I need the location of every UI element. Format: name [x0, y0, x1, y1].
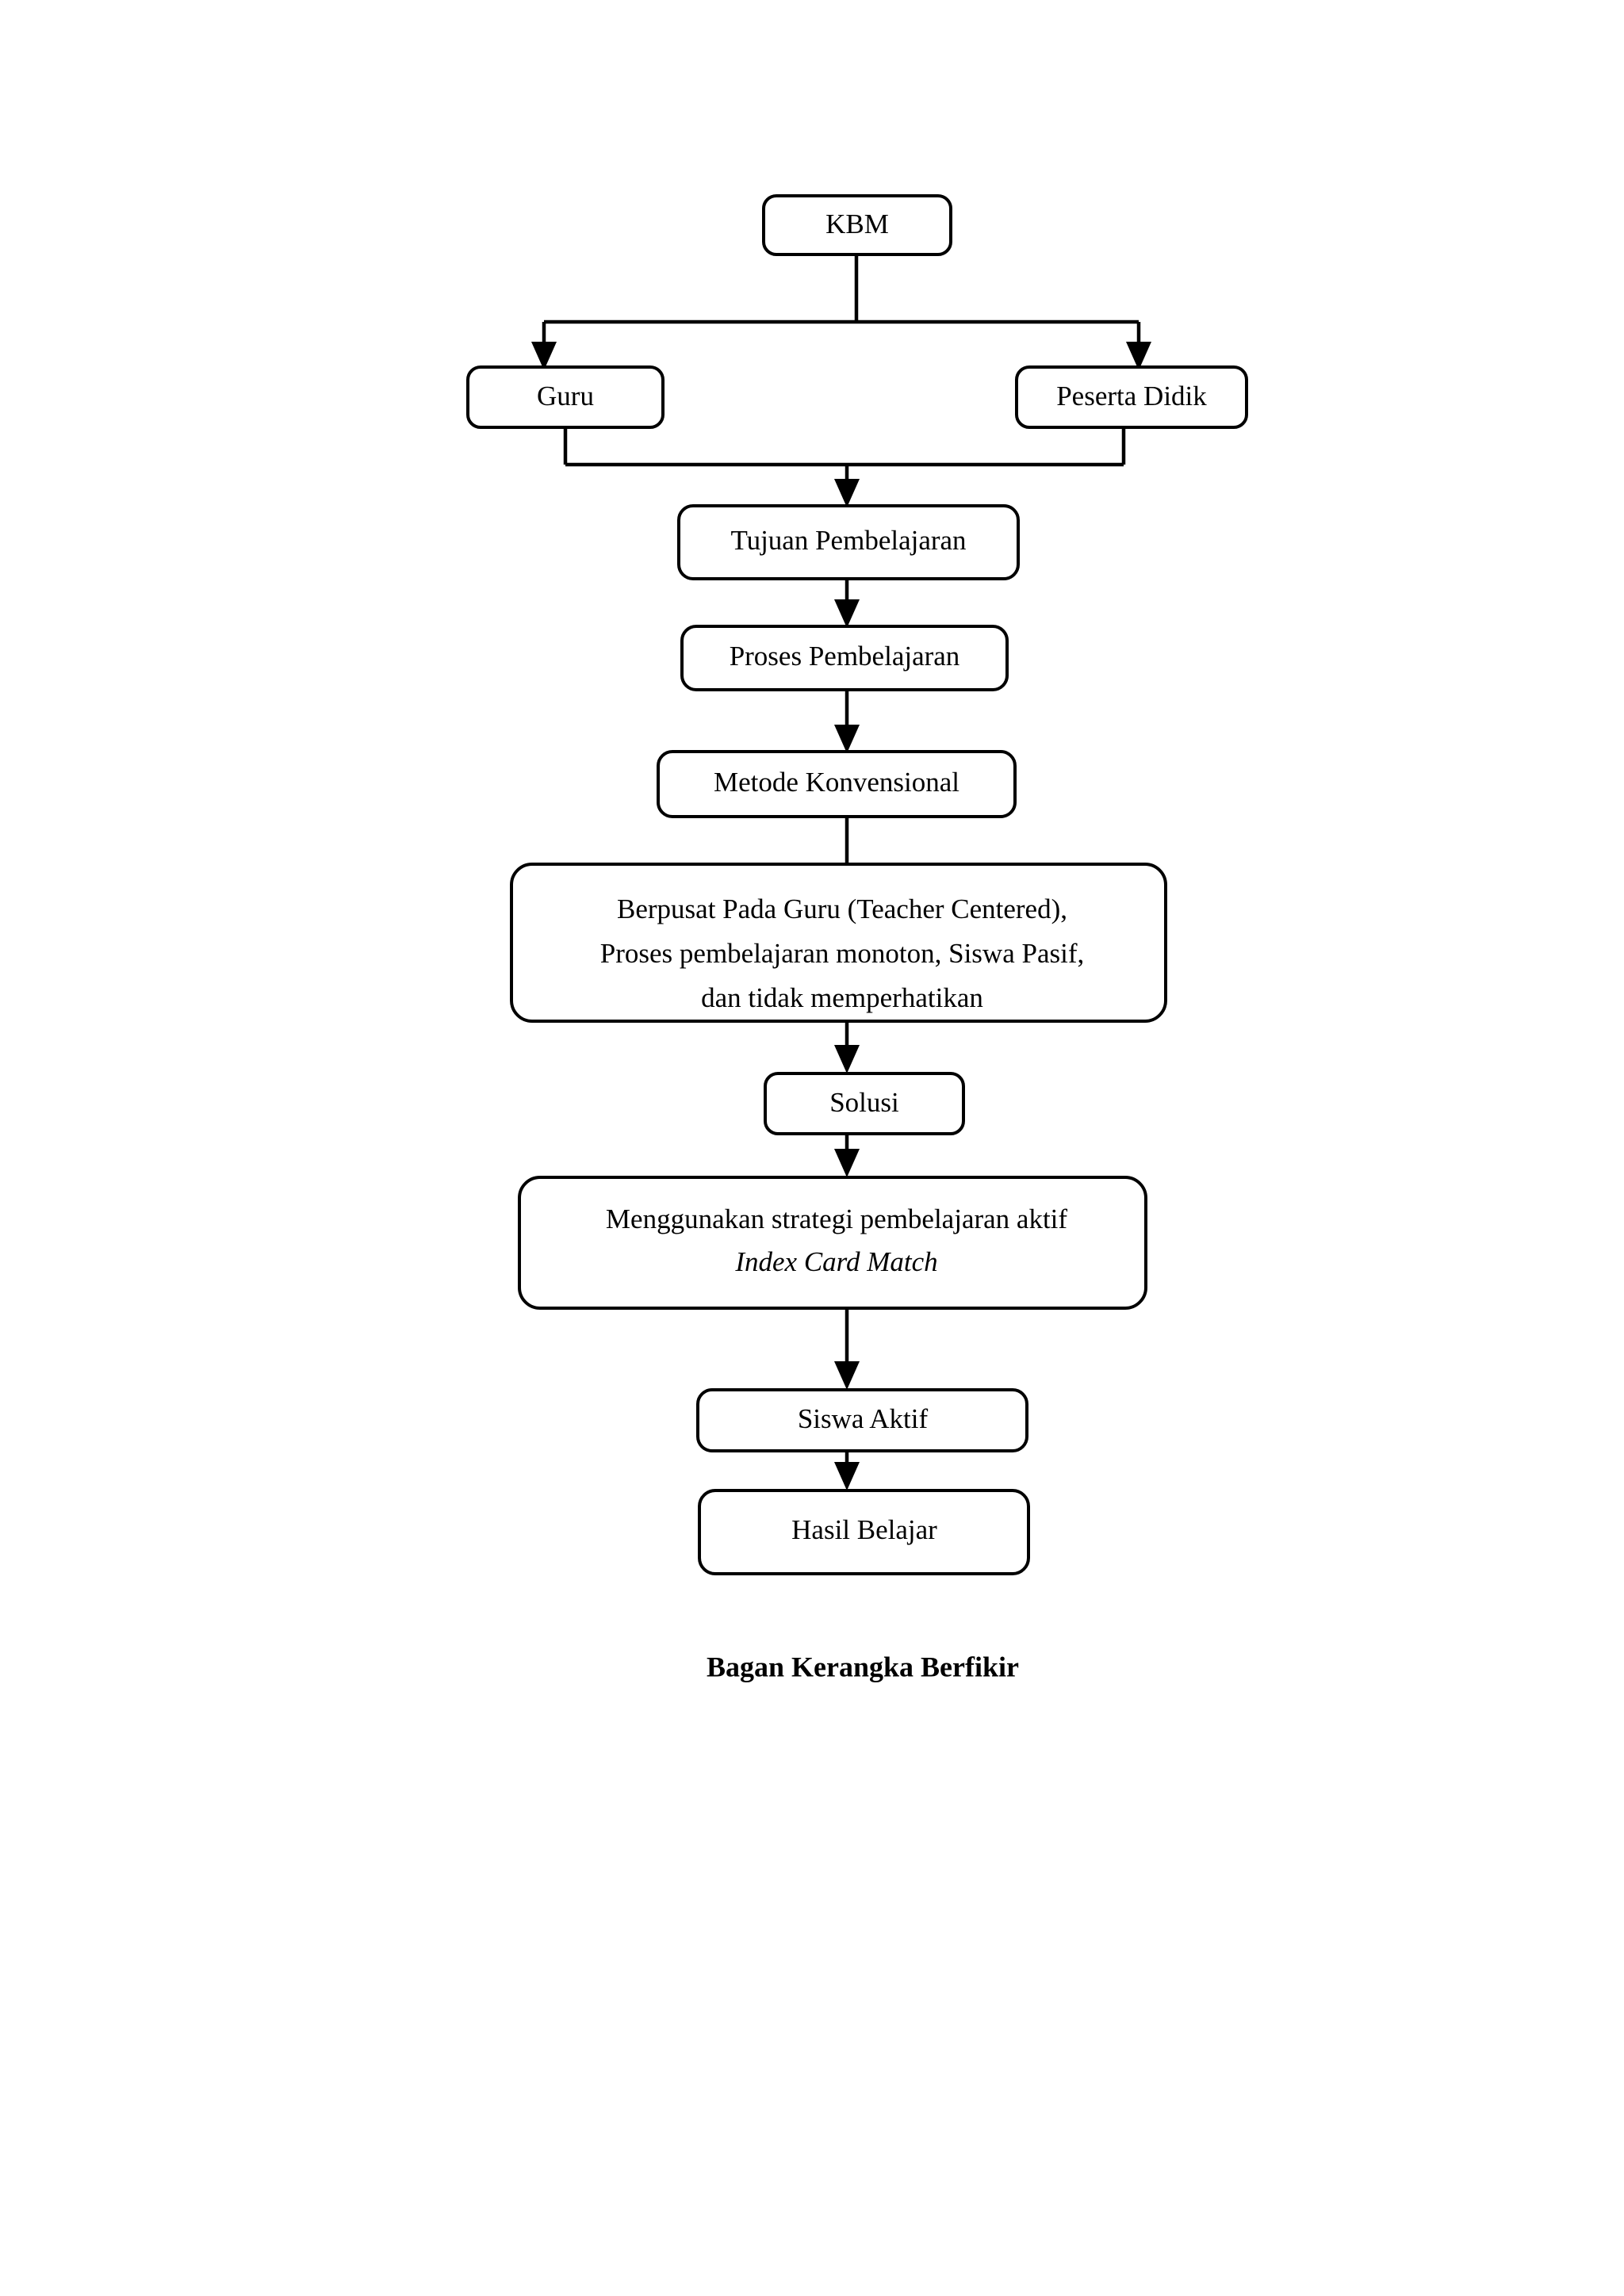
node-solusi[interactable]: Solusi — [764, 1072, 965, 1135]
node-peserta-didik-label: Peserta Didik — [1056, 381, 1207, 411]
node-siswa-aktif-shape — [696, 1388, 1028, 1452]
node-masalah-line-3: dan tidak memperhatikan — [701, 982, 983, 1013]
node-metode-konvensional[interactable]: Metode Konvensional — [657, 750, 1017, 818]
edge-masalah-solusi — [834, 1021, 860, 1073]
node-strategi[interactable]: Menggunakan strategi pembelajaran aktif … — [518, 1176, 1147, 1310]
node-tujuan-pembelajaran[interactable]: Tujuan Pembelajaran — [677, 504, 1020, 580]
node-guru-label: Guru — [537, 381, 594, 411]
edge-proses-metode — [834, 690, 860, 753]
edge-tujuan-proses — [834, 579, 860, 628]
node-kbm-label: KBM — [825, 209, 889, 239]
edge-strategi-siswa — [834, 1308, 860, 1390]
node-peserta-didik-shape — [1015, 365, 1248, 429]
node-solusi-shape — [764, 1072, 965, 1135]
node-tujuan-pembelajaran-shape — [677, 504, 1020, 580]
edge-siswa-hasil — [834, 1451, 860, 1490]
node-tujuan-pembelajaran-label: Tujuan Pembelajaran — [730, 525, 966, 556]
node-hasil-belajar-label: Hasil Belajar — [791, 1514, 937, 1545]
node-solusi-label: Solusi — [829, 1087, 899, 1118]
node-peserta-didik[interactable]: Peserta Didik — [1015, 365, 1248, 429]
diagram-caption: Bagan Kerangka Berfikir — [707, 1651, 1019, 1682]
node-masalah-line-1: Berpusat Pada Guru (Teacher Centered), — [617, 894, 1067, 924]
node-hasil-belajar[interactable]: Hasil Belajar — [698, 1489, 1030, 1575]
node-masalah-shape — [510, 863, 1167, 1023]
edge-kbm-split — [531, 254, 1151, 370]
node-strategi-shape — [518, 1176, 1147, 1310]
node-siswa-aktif[interactable]: Siswa Aktif — [696, 1388, 1028, 1452]
node-siswa-aktif-label: Siswa Aktif — [798, 1403, 929, 1434]
node-metode-konvensional-label: Metode Konvensional — [714, 767, 959, 798]
node-strategi-line-1: Menggunakan strategi pembelajaran aktif — [606, 1203, 1067, 1234]
node-proses-pembelajaran-shape — [680, 625, 1009, 691]
node-hasil-belajar-shape — [698, 1489, 1030, 1575]
node-kbm-shape — [762, 194, 952, 256]
node-masalah-line-2: Proses pembelajaran monoton, Siswa Pasif… — [600, 938, 1084, 969]
edge-solusi-strategi — [834, 1134, 860, 1177]
node-strategi-line-2: Index Card Match — [734, 1246, 937, 1277]
node-guru-shape — [466, 365, 665, 429]
node-masalah[interactable]: Berpusat Pada Guru (Teacher Centered), P… — [510, 863, 1167, 1023]
edge-merge-to-tujuan — [563, 427, 1126, 507]
node-kbm[interactable]: KBM — [762, 194, 952, 256]
node-proses-pembelajaran-label: Proses Pembelajaran — [730, 641, 960, 672]
node-proses-pembelajaran[interactable]: Proses Pembelajaran — [680, 625, 1009, 691]
node-guru[interactable]: Guru — [466, 365, 665, 429]
node-metode-konvensional-shape — [657, 750, 1017, 818]
